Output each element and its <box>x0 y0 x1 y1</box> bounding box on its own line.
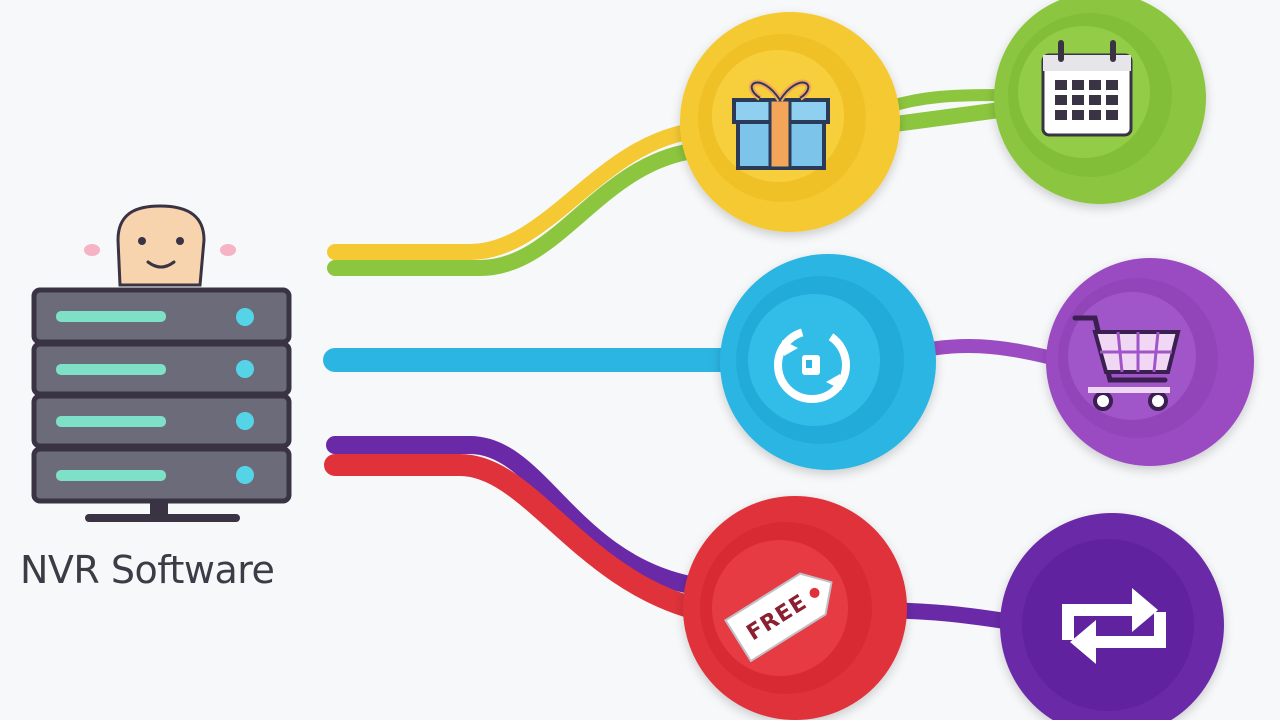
circle-dark-purple <box>1000 513 1224 720</box>
connector-middle <box>323 338 1062 372</box>
sync-arrows-icon <box>1062 588 1166 664</box>
gift-icon <box>732 79 830 170</box>
server-label: NVR Software <box>20 548 275 592</box>
connector-bottom <box>324 436 1032 633</box>
circle-blue <box>720 254 936 470</box>
server-illustration <box>31 204 292 522</box>
server-rack <box>31 287 292 504</box>
circular-refresh-icon <box>774 327 850 403</box>
connector-top <box>327 89 1008 276</box>
calendar-icon <box>1041 40 1133 137</box>
face-icon <box>84 204 236 287</box>
shopping-cart-icon <box>1072 315 1181 411</box>
